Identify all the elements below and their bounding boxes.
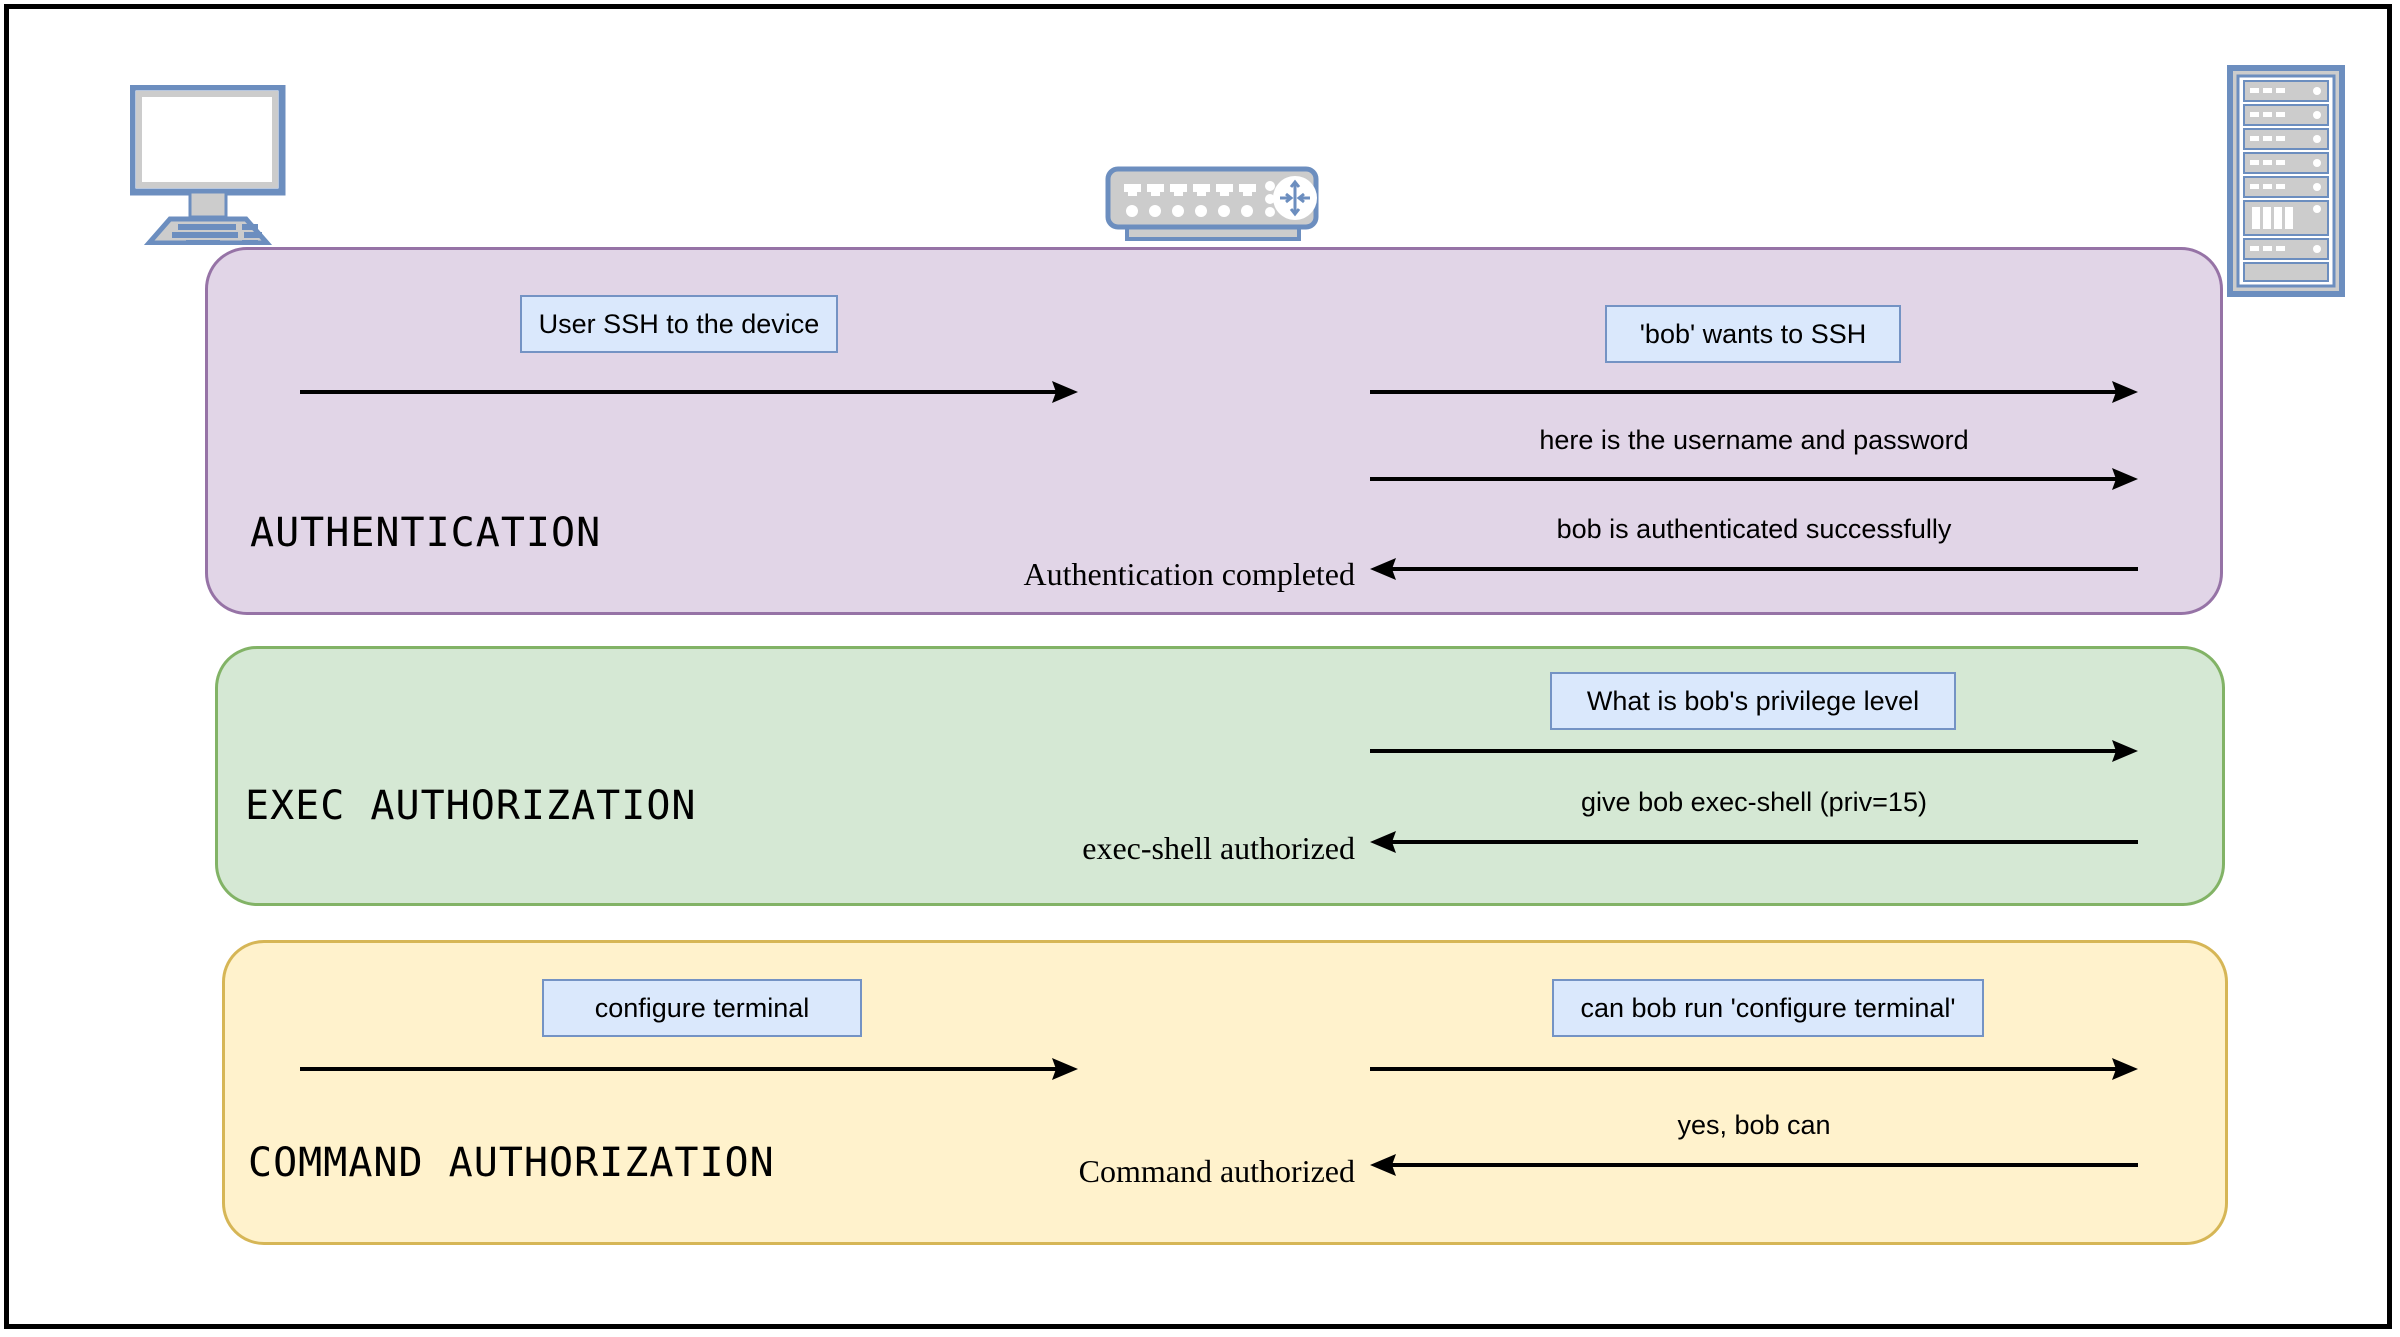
exec-authorization-panel-title: EXEC AUTHORIZATION (245, 783, 697, 829)
caption-command-authorized: Command authorized (1078, 1153, 1355, 1189)
callout-bob-wants-ssh: 'bob' wants to SSH (1605, 305, 1901, 363)
callout-privilege-level: What is bob's privilege level (1550, 672, 1956, 730)
caption-username-password: here is the username and password (1539, 425, 1969, 455)
arrow-server-to-switch-exec-shell (1370, 829, 2138, 855)
desktop-computer-icon (128, 83, 320, 246)
arrow-server-to-switch-command-ok (1370, 1152, 2138, 1178)
arrow-switch-to-server-request (1370, 379, 2138, 405)
caption-authentication-completed: Authentication completed (1023, 556, 1355, 592)
arrow-switch-to-server-command-query (1370, 1056, 2138, 1082)
caption-give-exec-shell: give bob exec-shell (priv=15) (1581, 787, 1927, 817)
caption-yes-bob-can: yes, bob can (1677, 1110, 1831, 1140)
network-switch-icon (1105, 166, 1340, 244)
caption-bob-authenticated: bob is authenticated successfully (1556, 514, 1952, 544)
server-rack-icon (2227, 65, 2347, 297)
arrow-user-to-switch-ssh (300, 379, 1078, 405)
arrow-user-to-switch-command (300, 1056, 1078, 1082)
callout-can-bob-run: can bob run 'configure terminal' (1552, 979, 1984, 1037)
diagram-outer-frame (4, 4, 2392, 1329)
command-authorization-panel-title: COMMAND AUTHORIZATION (248, 1140, 775, 1186)
arrow-switch-to-server-priv-query (1370, 738, 2138, 764)
callout-configure-terminal: configure terminal (542, 979, 862, 1037)
arrow-server-to-switch-authenticated (1370, 556, 2138, 582)
arrow-switch-to-server-credentials (1370, 466, 2138, 492)
caption-exec-shell-authorized: exec-shell authorized (1082, 830, 1355, 866)
callout-user-ssh: User SSH to the device (520, 295, 838, 353)
authentication-panel-title: AUTHENTICATION (250, 510, 602, 556)
